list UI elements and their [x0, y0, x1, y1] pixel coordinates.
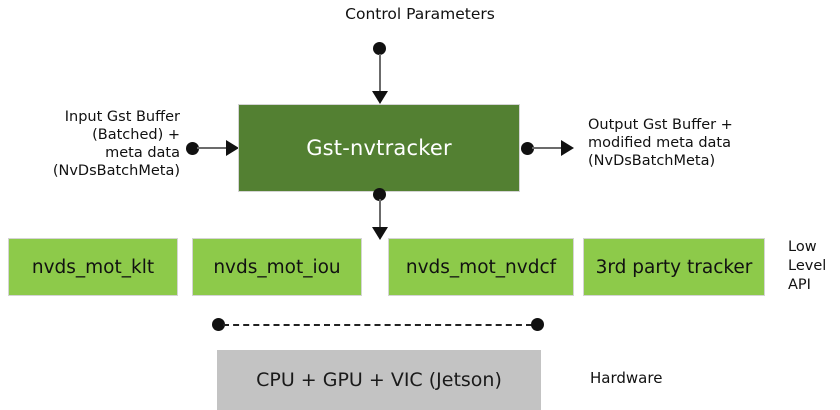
control-parameters-arrowhead: [371, 91, 388, 104]
input-connector-dot: [186, 141, 199, 155]
output-connector-dot: [521, 141, 534, 155]
hardware-connector-dot-right: [531, 318, 544, 331]
hardware-connector-dot-left: [212, 318, 225, 331]
low-level-connector-dot: [373, 188, 386, 201]
output-gst-buffer-label: Output Gst Buffer + modified meta data (…: [588, 117, 733, 169]
hardware-block[interactable]: CPU + GPU + VIC (Jetson): [217, 350, 541, 410]
control-parameters-connector-line: [378, 54, 381, 92]
input-connector-line: [197, 147, 227, 149]
hardware-layer-label: Hardware: [590, 369, 663, 387]
output-arrowhead: [561, 140, 574, 156]
low-level-box-nvds-mot-nvdcf[interactable]: nvds_mot_nvdcf: [388, 238, 574, 296]
output-connector-line: [532, 147, 562, 149]
control-parameters-label: Control Parameters: [345, 5, 495, 23]
low-level-box-nvds-mot-iou[interactable]: nvds_mot_iou: [192, 238, 362, 296]
input-gst-buffer-label: Input Gst Buffer (Batched) + meta data (…: [52, 109, 180, 179]
low-level-box-3rd-party-tracker[interactable]: 3rd party tracker: [583, 238, 765, 296]
hardware-connector-dashed-line: [223, 324, 532, 326]
low-level-api-layer-label: Low Level API: [788, 239, 827, 293]
input-arrowhead: [226, 140, 239, 156]
low-level-connector-line: [378, 199, 381, 228]
low-level-box-nvds-mot-klt[interactable]: nvds_mot_klt: [8, 238, 178, 296]
low-level-arrowhead: [371, 227, 388, 240]
control-parameters-connector-dot: [373, 42, 386, 55]
gst-nvtracker-block[interactable]: Gst-nvtracker: [238, 104, 520, 192]
